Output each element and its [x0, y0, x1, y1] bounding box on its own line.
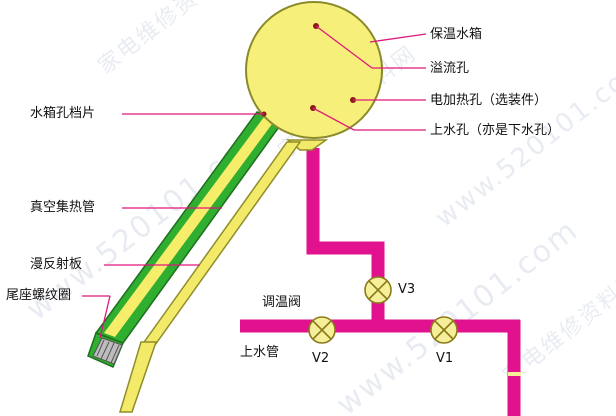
support-frame [118, 139, 329, 413]
valve-v3 [364, 276, 392, 304]
leader-lines [82, 25, 427, 339]
label-water-inlet-pipe: 上水管 [240, 345, 280, 360]
pipe-joint [508, 372, 521, 376]
leader-tail-seat-ring [99, 295, 111, 339]
thread-line [96, 339, 105, 357]
valve-v2 [308, 316, 336, 344]
label-thermostatic-valve: 调温阀 [262, 295, 302, 310]
valve-v1 [430, 316, 458, 344]
thread-line [105, 342, 115, 362]
leader-overflow-hole [315, 25, 373, 69]
thread-line [110, 344, 120, 364]
label-diffuse-reflector: 漫反射板 [30, 257, 83, 272]
leader-insulated-tank [369, 33, 427, 43]
label-vacuum-tube: 真空集热管 [30, 200, 96, 215]
label-heating-hole: 电加热孔（选装件） [430, 93, 548, 108]
vacuum-tube-group [87, 111, 286, 368]
valves [308, 276, 458, 344]
support-leg-lower [118, 341, 158, 413]
label-valve-v3: V3 [398, 282, 416, 297]
leader-inlet-hole [312, 107, 355, 131]
thread-line [100, 341, 110, 360]
diffuse-reflector-stripe [104, 117, 275, 337]
label-valve-v1: V1 [436, 351, 454, 366]
label-overflow-hole: 溢流孔 [430, 61, 470, 76]
label-tail-seat-ring: 尾座螺纹圈 [6, 288, 72, 303]
label-inlet-hole: 上水孔（亦是下水孔） [430, 123, 561, 138]
insulated-tank [245, 1, 383, 139]
tail-seat-thread [92, 337, 123, 365]
label-insulated-tank: 保温水箱 [430, 27, 483, 42]
label-tank-hole-baffle: 水箱孔档片 [30, 106, 96, 121]
label-valve-v2: V2 [312, 351, 330, 366]
